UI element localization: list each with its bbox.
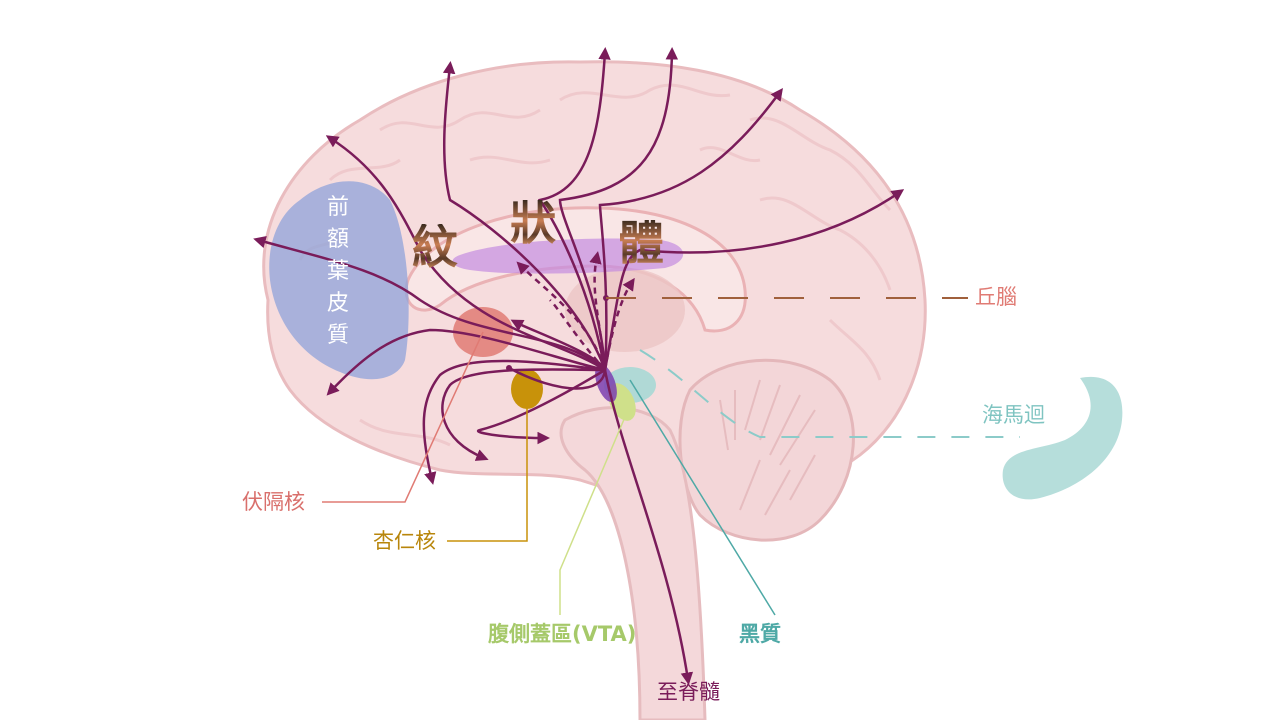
vta-leader [559, 409, 629, 615]
hippocampus-shape [1002, 376, 1123, 500]
thalamus-label: 丘腦 [975, 285, 1017, 309]
striatum-char-2: 狀 [510, 196, 556, 250]
dopamine-pathways [253, 47, 905, 685]
amygdala-label: 杏仁核 [373, 529, 436, 553]
prefrontal-cortex [269, 181, 409, 380]
substantia-nigra-label: 黑質 [739, 622, 781, 646]
nucleus-accumbens-leader [322, 331, 484, 503]
hippocampus-leader [639, 349, 1020, 438]
nucleus-accumbens-label: 伏隔核 [242, 490, 305, 514]
prefrontal-cortex-label: 前額葉皮質 [326, 195, 349, 348]
striatum-char-1: 紋 [412, 220, 458, 274]
substantia-nigra-leader [629, 379, 776, 616]
striatum-char-3: 體 [618, 216, 664, 270]
vta-label: 腹側蓋區(VTA) [488, 622, 637, 646]
brainstem [559, 406, 707, 720]
thalamus-region [565, 268, 685, 352]
hippocampus-label: 海馬迴 [982, 403, 1045, 427]
amygdala-leader [447, 400, 528, 542]
spinal-cord-label: 至脊髓 [657, 680, 720, 704]
dashed-pathways [516, 251, 635, 371]
gyri-texture [298, 83, 892, 447]
amygdala-dot [506, 365, 512, 371]
